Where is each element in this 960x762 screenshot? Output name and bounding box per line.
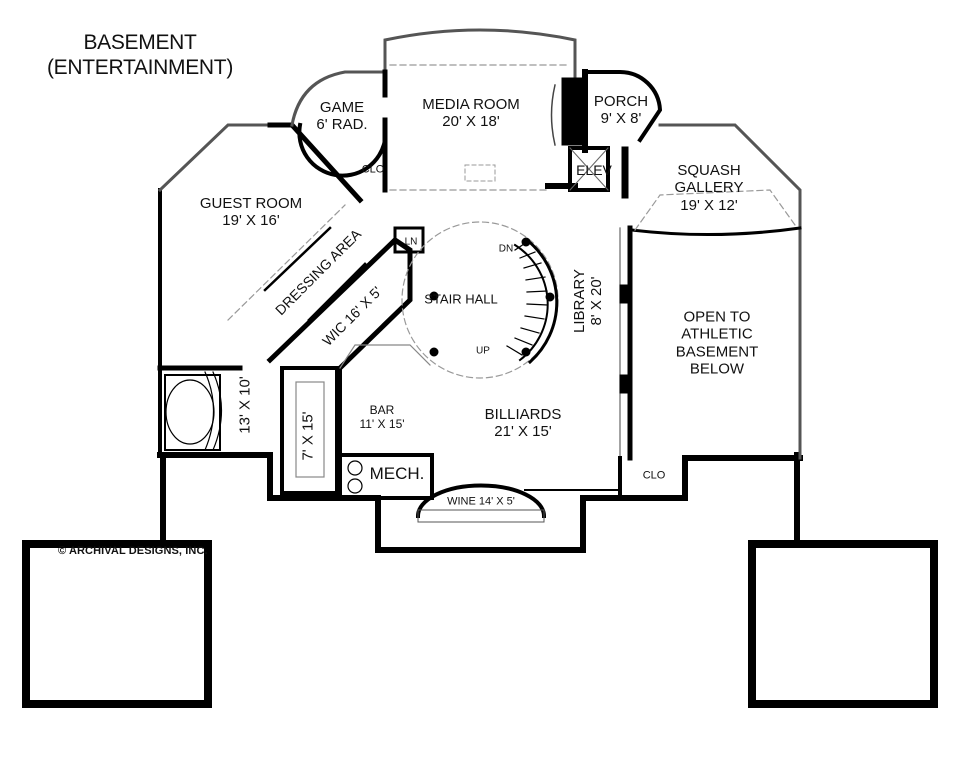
room-label-guest-room: GUEST ROOM 19' X 16': [200, 195, 302, 230]
room-label-mech: MECH.: [369, 464, 425, 484]
plan-title-line2: (ENTERTAINMENT): [46, 56, 234, 79]
room-label-media-room: MEDIA ROOM 20' X 18': [422, 96, 520, 131]
exterior-wall-bottom: [157, 452, 803, 553]
copyright-notice: © ARCHIVAL DESIGNS, INC.: [58, 545, 208, 557]
room-size: 6' RAD.: [316, 116, 368, 133]
room-size: 11' X 15': [359, 417, 405, 431]
room-name: MEDIA ROOM: [422, 95, 520, 113]
room-size: 9' X 8': [600, 110, 642, 127]
room-name: PORCH: [593, 92, 649, 110]
room-label-billiards: BILLIARDS 21' X 15': [485, 406, 562, 441]
stair-down-label: DN: [498, 243, 514, 255]
room-name: GAME: [319, 98, 365, 116]
right-garage-outline: [748, 540, 938, 708]
stair-up-label: UP: [476, 345, 490, 357]
room-name: LIBRARY: [570, 269, 588, 333]
label-line2: ATHLETIC: [681, 325, 753, 343]
room-label-wine: WINE 14' X 5': [447, 495, 515, 508]
plan-title-line1: BASEMENT: [83, 30, 197, 54]
room-size: 8' X 20': [588, 276, 605, 326]
room-label-library: LIBRARY 8' X 20': [571, 269, 606, 333]
room-name-line1: SQUASH: [677, 162, 741, 180]
room-label-linen: LN: [404, 236, 418, 248]
room-label-squash-gallery: SQUASH GALLERY 19' X 12': [675, 162, 744, 214]
room-label-open-to-athletic: OPEN TO ATHLETIC BASEMENT BELOW: [676, 309, 759, 378]
room-label-elevator: ELEV: [576, 161, 612, 178]
room-label-storage: 7' X 15': [299, 411, 317, 461]
room-name: BAR: [369, 403, 395, 418]
room-name: BILLIARDS: [484, 405, 562, 423]
room-size: 19' X 12': [680, 196, 738, 214]
label-line4: BELOW: [689, 360, 745, 378]
room-size: 20' X 18': [442, 113, 500, 130]
room-label-closet-top: CLO: [361, 163, 385, 176]
room-label-game: GAME 6' RAD.: [316, 99, 367, 134]
room-label-bath: 13' X 10': [236, 376, 254, 434]
label-line3: BASEMENT: [675, 343, 759, 360]
label-line1: OPEN TO: [683, 308, 751, 326]
room-label-bar: BAR 11' X 15': [359, 403, 405, 432]
room-size: 19' X 16': [222, 212, 280, 229]
room-label-stair-hall: STAIR HALL: [424, 291, 498, 307]
room-label-closet-right: CLO: [642, 469, 666, 482]
room-size: 21' X 15': [494, 423, 552, 440]
room-name-line2: GALLERY: [674, 179, 744, 197]
room-name: GUEST ROOM: [199, 194, 303, 212]
room-label-porch: PORCH 9' X 8': [594, 93, 648, 128]
plan-title: BASEMENT (ENTERTAINMENT): [47, 30, 233, 80]
left-garage-outline: [22, 540, 212, 708]
